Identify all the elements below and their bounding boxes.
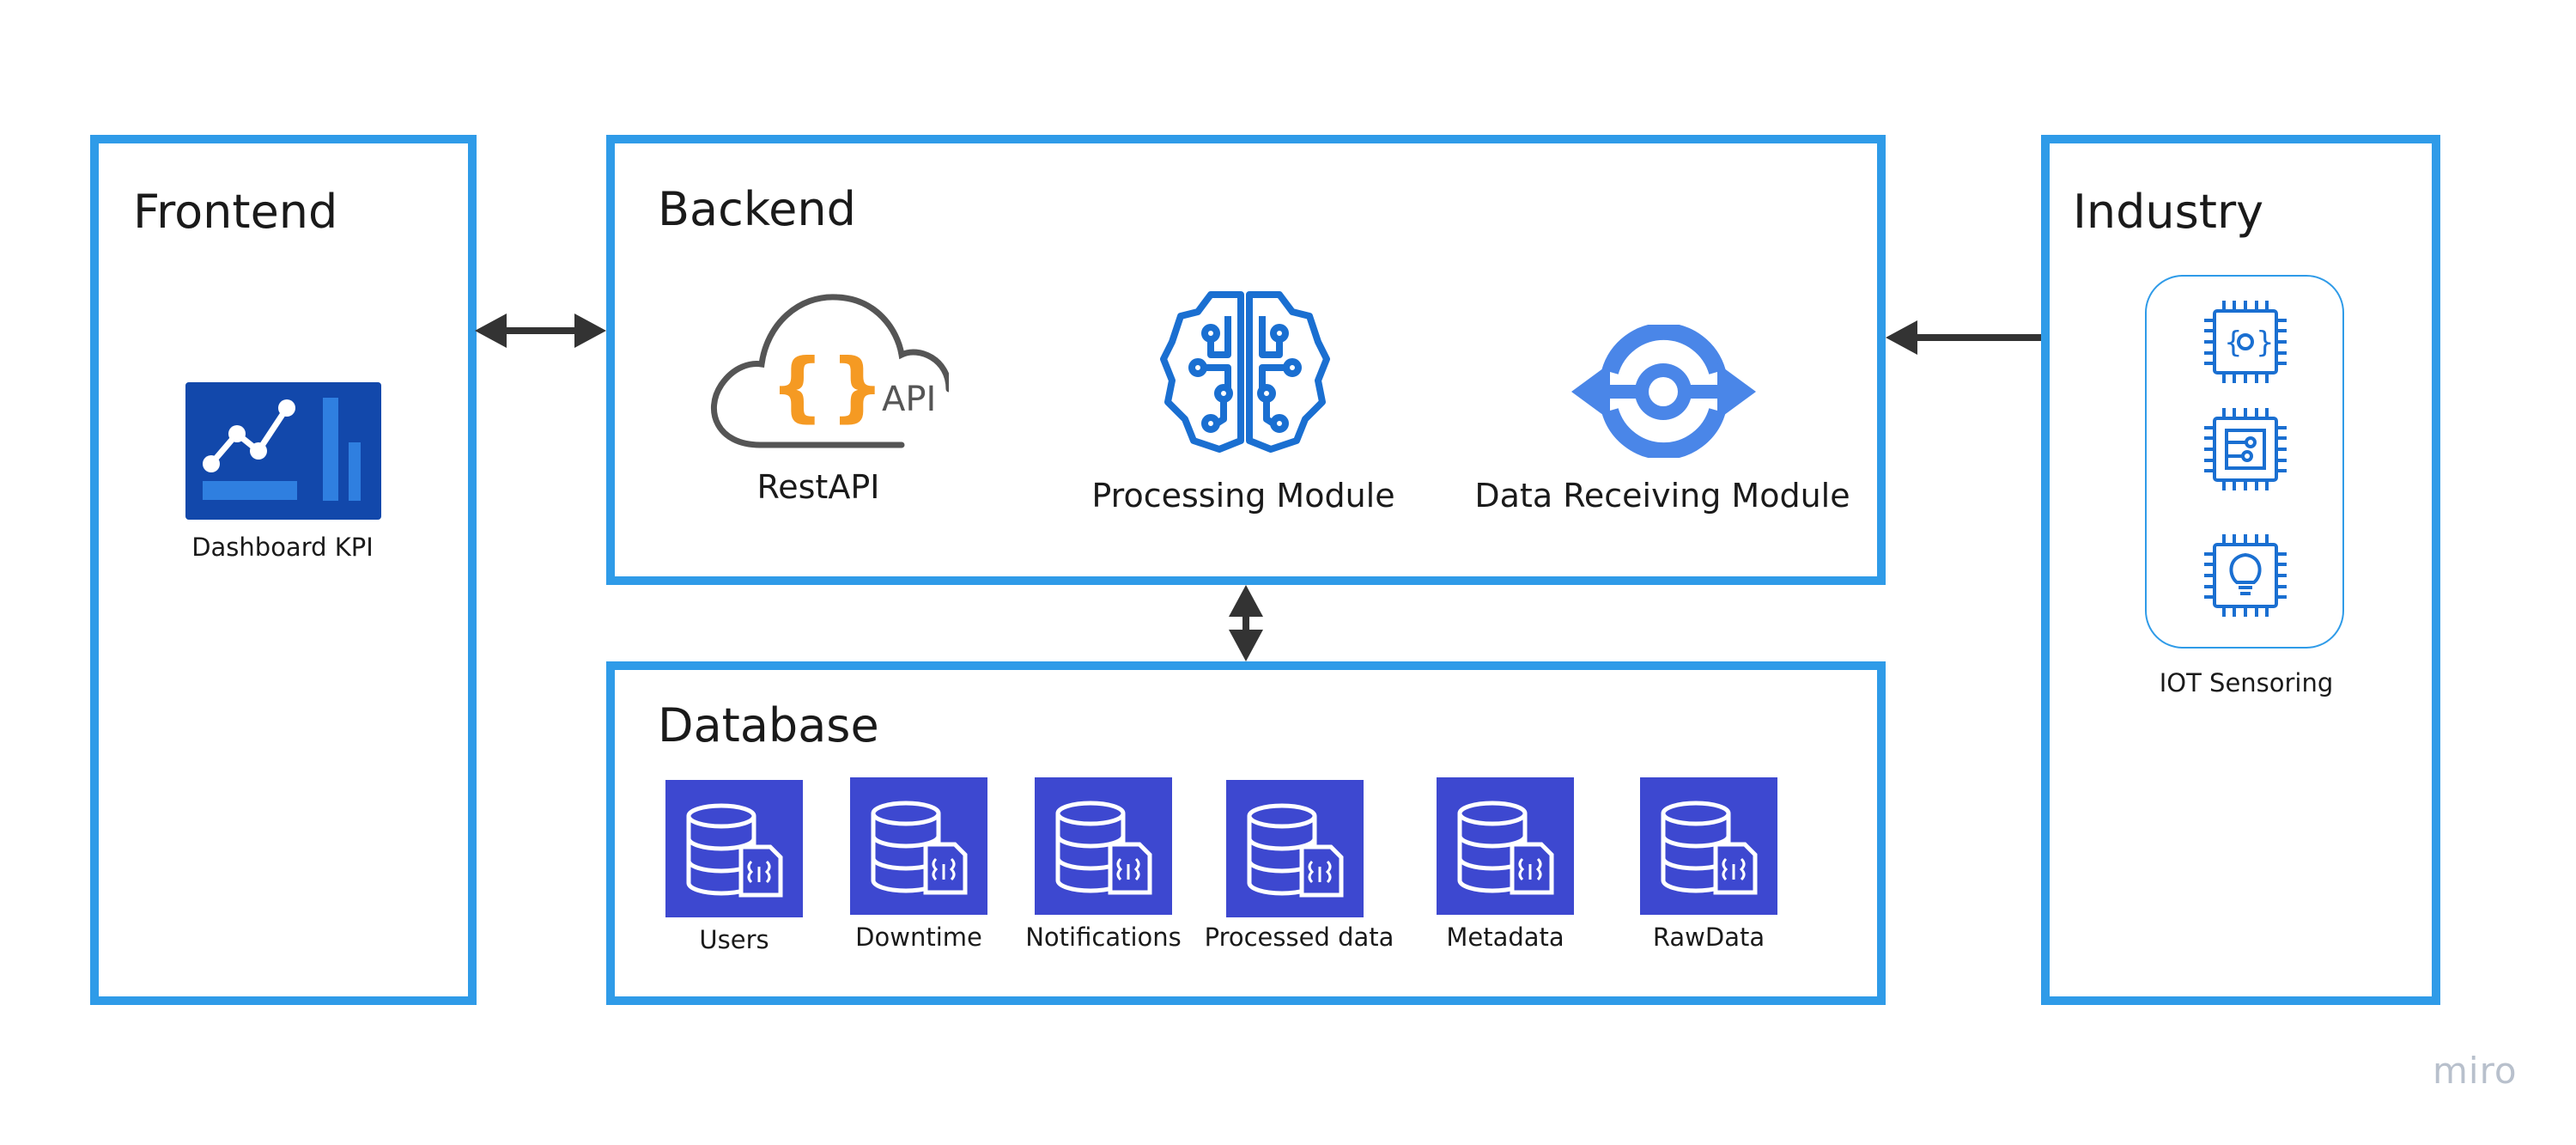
- downtime-db-icon: [850, 777, 987, 915]
- processing-module-label: Processing Module: [1091, 477, 1395, 515]
- db-label-metadata: Metadata: [1446, 923, 1564, 952]
- processed-data-db-icon: [1226, 780, 1364, 917]
- industry-backend-arrow: [1886, 320, 2041, 355]
- svg-text:}: }: [2256, 326, 2275, 360]
- frontend-backend-arrow: [475, 314, 606, 348]
- chip-circuit-icon: [2202, 406, 2288, 492]
- chip-bulb-icon: [2202, 533, 2288, 618]
- db-label-processed-data: Processed data: [1204, 923, 1394, 952]
- db-label-downtime: Downtime: [855, 923, 982, 952]
- svg-text:{: {: [2224, 326, 2243, 360]
- db-label-users: Users: [699, 925, 769, 954]
- restapi-label: RestAPI: [756, 468, 880, 506]
- backend-title: Backend: [658, 182, 856, 236]
- notifications-db-icon: [1035, 777, 1172, 915]
- svg-text:API: API: [882, 380, 936, 419]
- database-title: Database: [658, 698, 879, 752]
- frontend-box[interactable]: [90, 135, 477, 1005]
- rawdata-db-icon: [1640, 777, 1777, 915]
- iot-sensoring-label: IOT Sensoring: [2159, 668, 2334, 697]
- industry-title: Industry: [2073, 185, 2264, 239]
- metadata-db-icon: [1437, 777, 1574, 915]
- dashboard-kpi-label: Dashboard KPI: [191, 533, 374, 562]
- svg-text:}: }: [830, 342, 884, 430]
- users-db-icon: [665, 780, 803, 917]
- brain-circuit-icon: [1159, 282, 1331, 454]
- backend-box[interactable]: [606, 135, 1886, 585]
- db-label-notifications: Notifications: [1025, 923, 1182, 952]
- rest-api-cloud-icon: { } API: [700, 290, 949, 454]
- backend-database-arrow: [1229, 585, 1263, 661]
- data-receiving-module-label: Data Receiving Module: [1474, 477, 1850, 515]
- miro-watermark: miro: [2433, 1050, 2518, 1092]
- dashboard-kpi-icon: [185, 382, 381, 520]
- chip-code-icon: { }: [2202, 299, 2288, 385]
- svg-text:{: {: [770, 342, 824, 430]
- data-exchange-icon: [1571, 325, 1756, 458]
- frontend-title: Frontend: [133, 185, 338, 239]
- db-label-rawdata: RawData: [1652, 923, 1765, 952]
